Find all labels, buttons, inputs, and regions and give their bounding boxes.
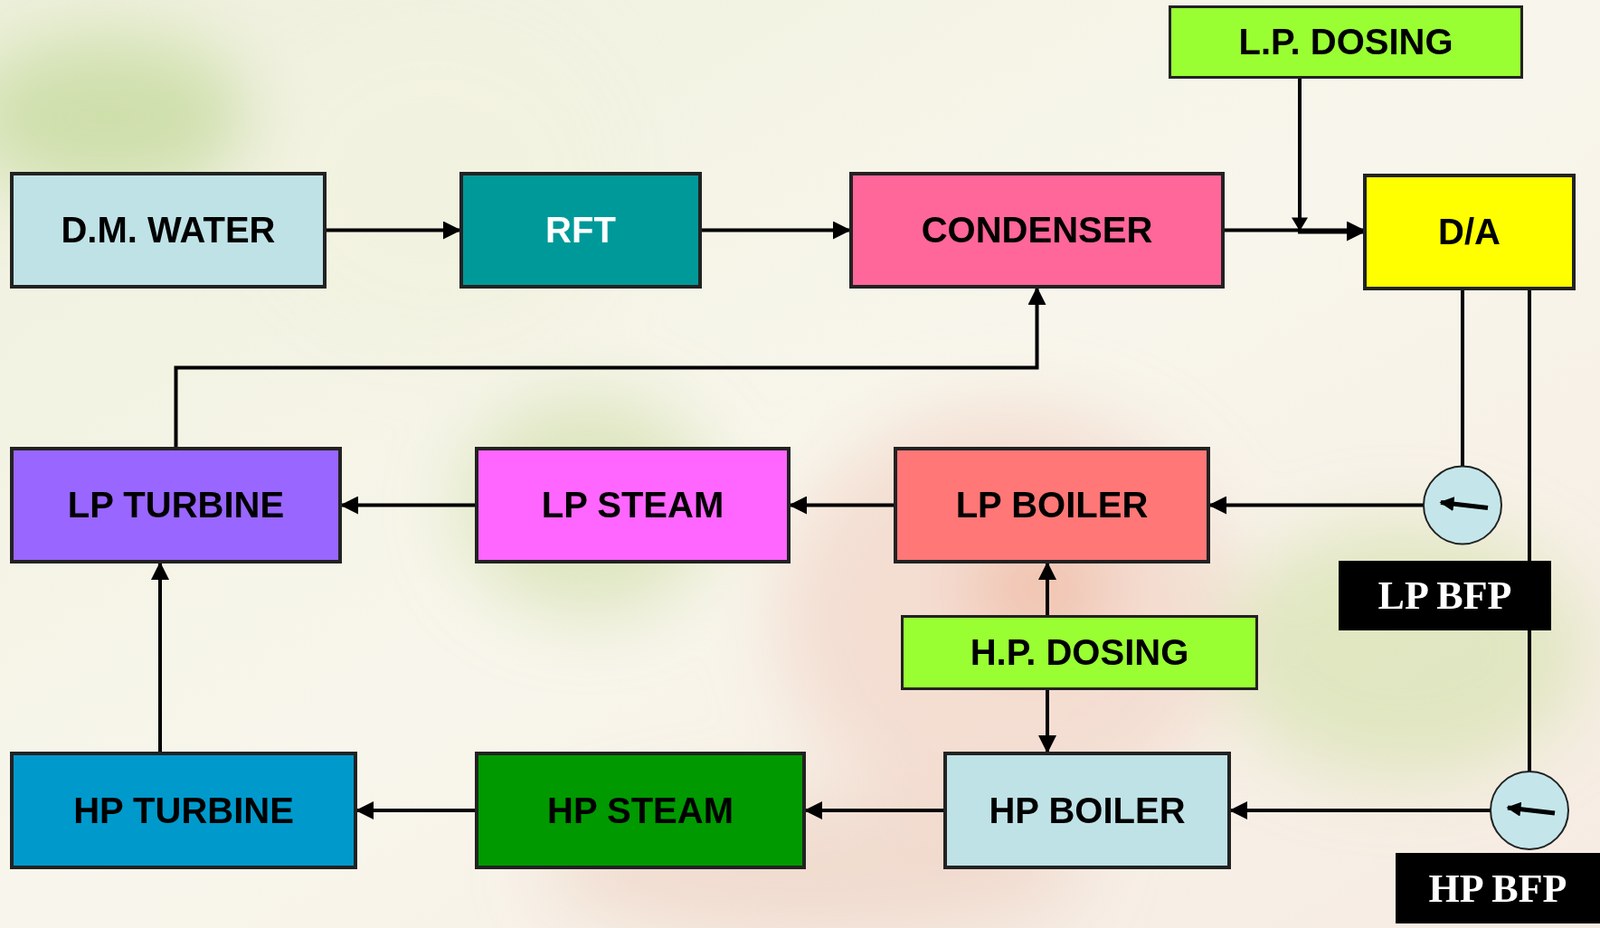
process-box: LP TURBINE [9, 446, 342, 564]
box-label: LP TURBINE [67, 484, 285, 526]
flow-arrow [805, 808, 944, 813]
box-label: D.M. WATER [60, 209, 275, 251]
dosing-box: L.P. DOSING [1168, 5, 1524, 79]
pump-symbol [1490, 771, 1569, 850]
rose-blur [0, 18, 1583, 928]
box-label: H.P. DOSING [970, 632, 1190, 673]
box-label: CONDENSER [921, 209, 1154, 251]
flow-arrow [326, 228, 460, 233]
flow-arrow [1045, 690, 1050, 752]
box-label: HP BFP [1429, 865, 1568, 912]
process-box: LP STEAM [474, 446, 791, 564]
box-label: LP BFP [1378, 572, 1513, 619]
process-box: D/A [1363, 173, 1576, 291]
flow-arrow [341, 503, 475, 508]
box-label: D/A [1438, 211, 1501, 253]
box-label: HP STEAM [547, 790, 734, 832]
pump-arrow [1507, 807, 1555, 814]
box-label: LP STEAM [541, 484, 725, 526]
process-box: RFT [459, 171, 702, 289]
junction-arrowhead [1291, 217, 1308, 232]
flow-arrow [357, 808, 475, 813]
flow-arrow [1045, 563, 1050, 616]
process-box: HP TURBINE [9, 751, 358, 870]
pump-circle [1490, 771, 1569, 850]
flow-arrow [790, 503, 894, 508]
flow-arrow [1210, 290, 1463, 506]
box-label: HP TURBINE [73, 790, 294, 832]
process-box: D.M. WATER [9, 171, 327, 289]
box-label: L.P. DOSING [1238, 21, 1453, 63]
pump-label: LP BFP [1338, 560, 1552, 631]
flow-arrow [1299, 78, 1364, 233]
box-label: LP BOILER [956, 484, 1149, 526]
flow-arrow [1230, 290, 1530, 811]
process-box: HP STEAM [474, 751, 806, 870]
flow-arrow [701, 228, 850, 233]
flow-arrow [176, 288, 1038, 447]
box-label: RFT [545, 209, 616, 251]
pump-label: HP BFP [1395, 852, 1600, 924]
process-box: LP BOILER [893, 446, 1211, 564]
process-box: HP BOILER [943, 751, 1231, 870]
pump-symbol [1423, 466, 1502, 545]
flow-arrow [158, 563, 162, 752]
box-label: HP BOILER [988, 790, 1185, 832]
dosing-box: H.P. DOSING [900, 615, 1259, 691]
pump-circle [1423, 466, 1502, 545]
process-box: CONDENSER [849, 171, 1225, 289]
pump-arrow [1440, 502, 1488, 509]
